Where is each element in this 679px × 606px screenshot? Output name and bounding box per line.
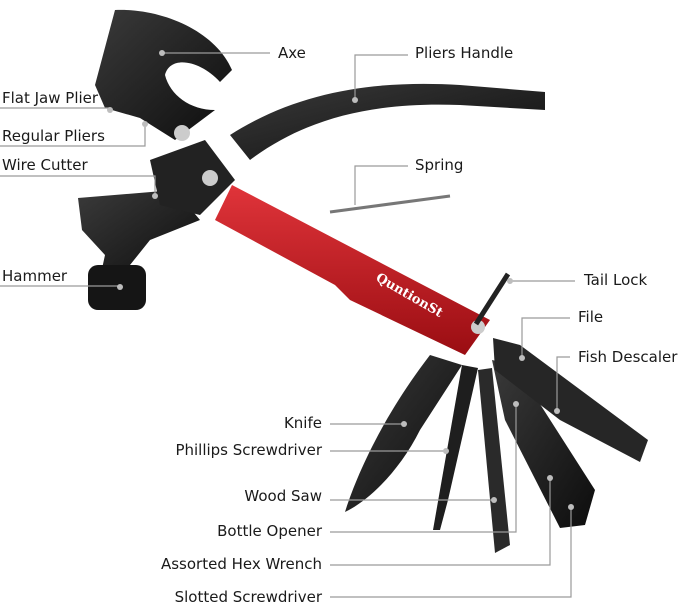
label-regular-pliers: Regular Pliers xyxy=(2,127,105,145)
label-bottle-opener: Bottle Opener xyxy=(217,522,322,540)
leader-lines xyxy=(0,50,575,598)
knife-blade xyxy=(345,355,462,512)
hammer-face xyxy=(88,265,146,310)
pivot-screw xyxy=(202,170,218,186)
hammer-head xyxy=(78,190,200,278)
tail-lock xyxy=(473,272,511,326)
red-handle xyxy=(215,185,490,355)
spring xyxy=(329,194,451,214)
label-axe: Axe xyxy=(278,44,306,62)
label-wire-cutter: Wire Cutter xyxy=(2,156,88,174)
label-tail-lock: Tail Lock xyxy=(584,271,648,289)
pliers-handle xyxy=(230,83,545,160)
label-hammer: Hammer xyxy=(2,267,68,285)
label-fish-descaler: Fish Descaler xyxy=(578,348,678,366)
label-file: File xyxy=(578,308,604,326)
label-wood-saw: Wood Saw xyxy=(244,487,322,505)
plier-jaw xyxy=(150,140,235,215)
label-phillips-screwdriver: Phillips Screwdriver xyxy=(175,441,322,459)
tail-screw xyxy=(471,320,485,334)
wood-saw xyxy=(478,368,510,553)
axe-head xyxy=(95,9,232,141)
label-spring: Spring xyxy=(415,156,464,174)
label-pliers-handle: Pliers Handle xyxy=(415,44,514,62)
label-slotted-screwdriver: Slotted Screwdriver xyxy=(174,588,322,606)
label-flat-jaw-plier: Flat Jaw Plier xyxy=(2,89,99,107)
pivot-screw xyxy=(174,125,190,141)
phillips-screwdriver xyxy=(433,365,478,530)
label-knife: Knife xyxy=(283,414,322,432)
file-tool xyxy=(493,338,648,462)
label-assorted-hex-wrench: Assorted Hex Wrench xyxy=(160,555,322,573)
